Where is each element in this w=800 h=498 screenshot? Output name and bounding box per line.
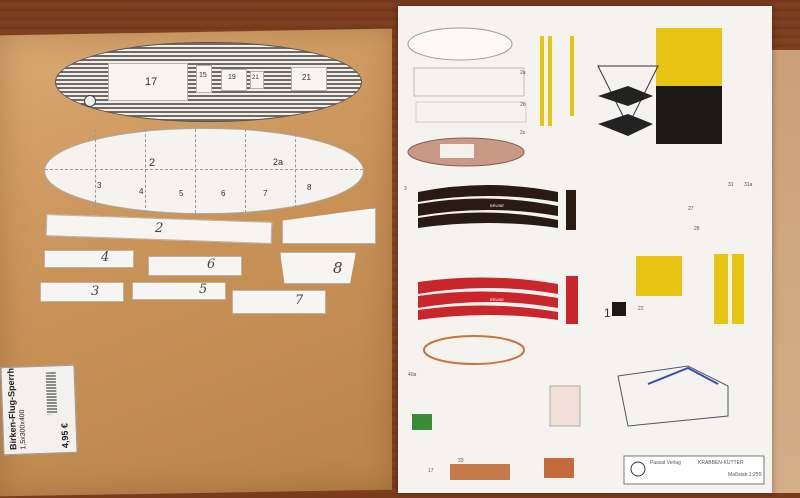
deck-part-19: 19 <box>221 69 247 91</box>
mast-1 <box>540 36 544 126</box>
bulwark-plan <box>415 101 527 123</box>
crane-boom <box>647 366 719 385</box>
part-label-3: 3 <box>404 186 407 192</box>
part-label-31a: 31a <box>744 182 753 188</box>
yellow-column-2 <box>732 254 744 324</box>
part-label-1: 1 <box>604 306 611 320</box>
model-print-sheet: 1 2a 2b 2c 3 17 22 27 28 31 31a 33 40a B… <box>398 6 772 493</box>
hull-strip-red-2 <box>418 291 558 308</box>
part-label-22: 22 <box>638 306 644 312</box>
hull-strip-black-3 <box>418 212 558 228</box>
footer-box <box>623 455 765 485</box>
side-strip-4: 4 <box>44 250 134 268</box>
deck-part-15: 15 <box>196 65 212 93</box>
part-label-2a: 2a <box>520 70 526 76</box>
part-label-28: 28 <box>694 226 700 232</box>
bow-piece-red <box>566 276 578 324</box>
publisher-logo <box>630 461 646 477</box>
brown-deck-cabin <box>440 144 474 158</box>
side-strip-3: 3 <box>40 282 124 302</box>
footer-scale: Maßstab 1:250 <box>728 472 762 478</box>
barcode <box>45 372 58 415</box>
side-strip-7: 7 <box>232 290 326 314</box>
side-strip-6: 6 <box>148 256 242 276</box>
deck-part-21b: 21 <box>291 67 327 91</box>
railing-ring <box>423 335 525 365</box>
rigging-net-2 <box>598 114 653 136</box>
footer-publisher: Passat Verlag <box>650 460 681 466</box>
cabin-plan <box>413 67 525 97</box>
black-panel <box>656 86 722 144</box>
assembly-diagram <box>617 365 729 427</box>
hull-name-red: BRUNE <box>490 297 505 302</box>
yellow-panel <box>656 28 722 86</box>
mast-2 <box>548 36 552 126</box>
mast-3 <box>570 36 574 116</box>
deck-part-21a: 21 <box>250 71 264 89</box>
deck-outline-top <box>407 27 513 61</box>
bow-piece-black <box>566 190 576 230</box>
sheet-artwork <box>407 27 765 485</box>
hull-frame-line <box>245 129 246 213</box>
deck-cabin-17: 17 <box>108 63 188 101</box>
hull-strip-red-3 <box>418 305 558 320</box>
hull-frame-line <box>95 129 96 213</box>
orange-part <box>544 458 574 478</box>
part-label-2c: 2c <box>520 130 526 136</box>
hull-frame-line <box>145 129 146 213</box>
part-label-33: 33 <box>458 458 464 464</box>
deck-part: 17 15 19 21 21 <box>55 42 362 122</box>
side-strip-5: 5 <box>132 282 226 300</box>
part-label-17: 17 <box>428 468 434 474</box>
hull-name-black: BRUNE <box>490 203 505 208</box>
part-label-2b: 2b <box>520 102 526 108</box>
deck-hatch-circle <box>84 95 96 107</box>
wheelhouse-strip <box>450 464 510 480</box>
green-part <box>412 414 432 430</box>
hull-bottom-part: 2 2a 3 4 5 6 7 8 <box>44 128 364 214</box>
hull-frame-line <box>295 129 296 213</box>
hull-strip-black-2 <box>418 198 558 216</box>
yellow-part-2 <box>636 256 682 296</box>
part-label-27: 27 <box>688 206 694 212</box>
hull-centerline <box>45 169 363 170</box>
pink-part <box>549 385 581 427</box>
hull-strip-black-1 <box>418 185 558 202</box>
footer-model: KRABBEN-KUTTER <box>698 460 744 466</box>
hull-frame-line <box>195 129 196 213</box>
side-strip-8: 8 <box>280 252 356 284</box>
black-square <box>612 302 626 316</box>
product-label: Birken-Flug-Sperrh 1,5x300x400 4,95 € <box>0 364 78 456</box>
rigging-net-1 <box>598 86 653 106</box>
yellow-column <box>714 254 728 324</box>
part-label-40a: 40a <box>408 372 417 378</box>
part-label-31: 31 <box>728 182 734 188</box>
hull-strip-red-1 <box>418 277 558 294</box>
